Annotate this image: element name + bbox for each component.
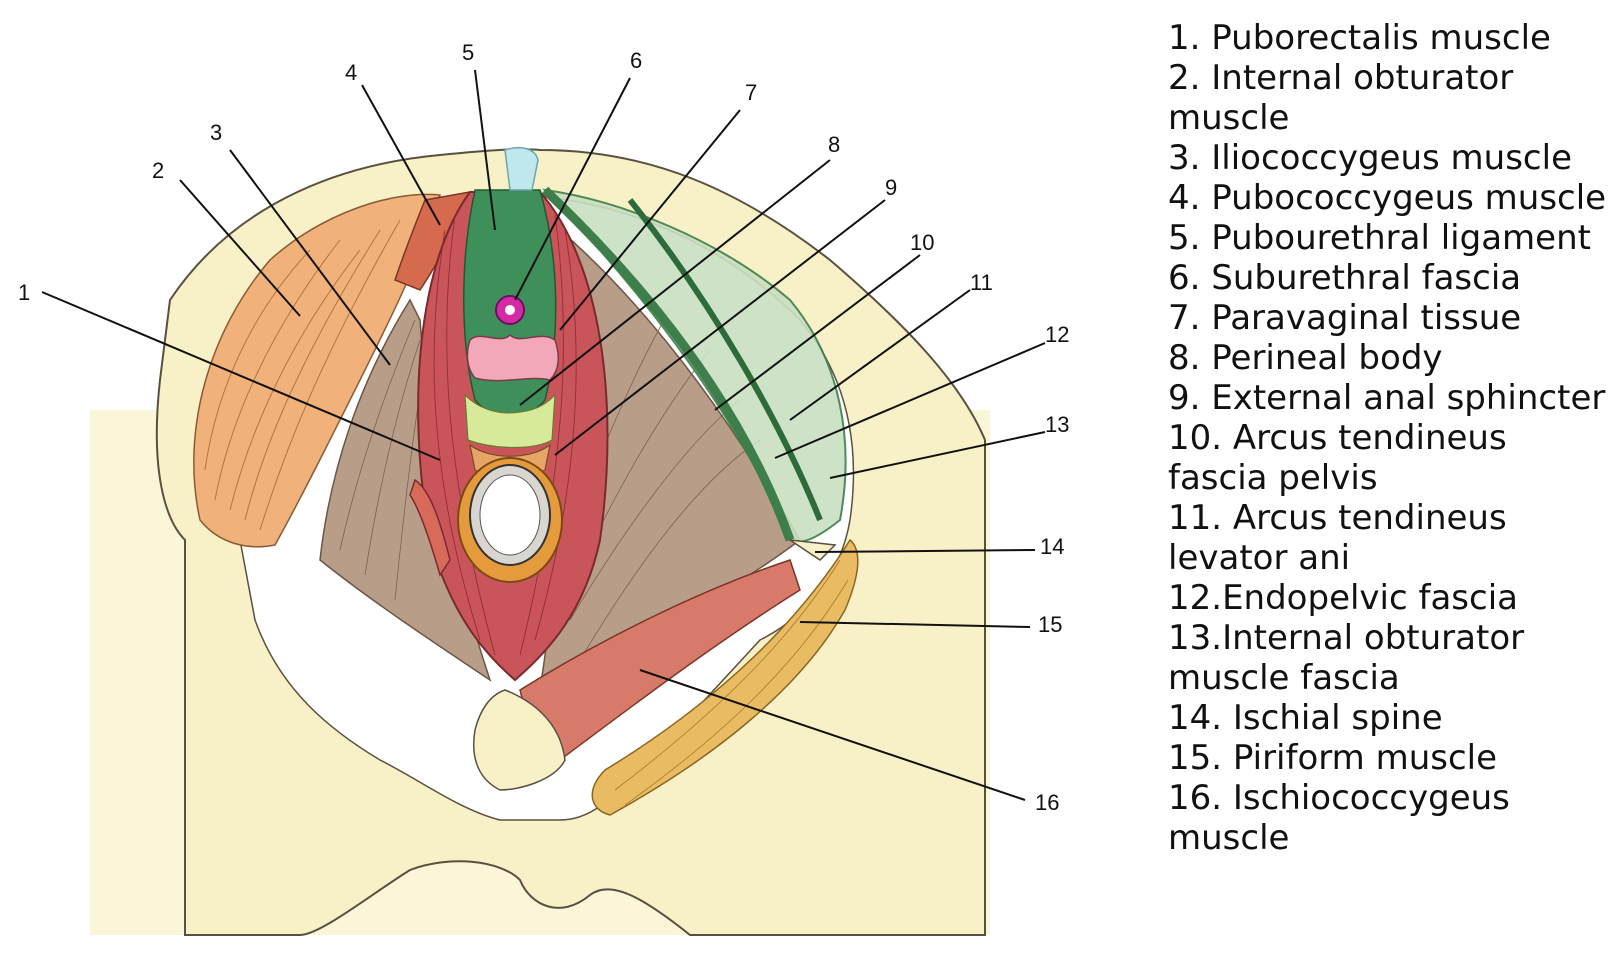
legend-item-3: 3. Iliococcygeus muscle xyxy=(1168,138,1572,178)
arcus-tendineus-levator-ani xyxy=(627,198,823,522)
label-number-15: 15 xyxy=(1038,612,1062,637)
coccyx xyxy=(473,689,566,791)
label-number-10: 10 xyxy=(910,230,934,255)
legend-item-14: 14. Ischial spine xyxy=(1168,698,1443,738)
label-number-7: 7 xyxy=(745,80,757,105)
legend-item-13: 13.Internal obturator muscle fascia xyxy=(1168,618,1525,698)
label-number-5: 5 xyxy=(462,40,474,65)
legend-item-4: 4. Pubococcygeus muscle xyxy=(1168,178,1607,218)
label-number-16: 16 xyxy=(1035,790,1059,815)
anal-canal-lumen xyxy=(479,474,541,556)
leader-lines xyxy=(41,69,1046,801)
legend-item-10: 10. Arcus tendineus fascia pelvis xyxy=(1168,418,1507,498)
label-number-2: 2 xyxy=(152,158,164,183)
legend-item-15: 15. Piriform muscle xyxy=(1168,738,1498,778)
pelvic-floor-diagram: 1 2 3 4 5 6 7 8 9 10 11 12 13 14 15 16 xyxy=(18,40,1069,936)
vagina xyxy=(466,333,560,382)
piriform-muscle xyxy=(591,538,859,816)
label-number-14: 14 xyxy=(1040,534,1064,559)
obturator-fibers xyxy=(204,219,401,531)
label-number-1: 1 xyxy=(18,280,30,305)
paravaginal-tissue xyxy=(464,393,556,449)
label-number-12: 12 xyxy=(1045,322,1069,347)
legend-item-7: 7. Paravaginal tissue xyxy=(1168,298,1522,338)
label-number-4: 4 xyxy=(345,60,357,85)
legend-item-11: 11. Arcus tendineus levator ani xyxy=(1168,498,1507,578)
arcus-tendineus-fascia-pelvis xyxy=(541,186,795,542)
label-number-8: 8 xyxy=(828,132,840,157)
legend-item-12: 12.Endopelvic fascia xyxy=(1168,578,1518,618)
piriform-fibers xyxy=(614,559,849,806)
label-number-6: 6 xyxy=(630,48,642,73)
legend-item-9: 9. External anal sphincter xyxy=(1168,378,1606,418)
legend-item-16: 16. Ischiococcygeus muscle xyxy=(1168,778,1510,858)
puborectalis-fibers xyxy=(433,214,577,656)
legend-item-8: 8. Perineal body xyxy=(1168,338,1443,378)
legend-item-6: 6. Suburethral fascia xyxy=(1168,258,1522,298)
label-number-3: 3 xyxy=(210,120,222,145)
label-number-11: 11 xyxy=(970,270,993,295)
legend-item-5: 5. Pubourethral ligament xyxy=(1168,218,1591,258)
legend-item-1: 1. Puborectalis muscle xyxy=(1168,18,1551,58)
pubourethral-ligament xyxy=(504,147,539,191)
puborectalis-stump xyxy=(409,478,451,577)
label-number-9: 9 xyxy=(885,175,897,200)
legend-item-2: 2. Internal obturator muscle xyxy=(1168,58,1514,138)
label-number-13: 13 xyxy=(1045,412,1069,437)
urethral-lumen xyxy=(505,305,515,315)
legend: 1. Puborectalis muscle 2. Internal obtur… xyxy=(1168,18,1613,858)
